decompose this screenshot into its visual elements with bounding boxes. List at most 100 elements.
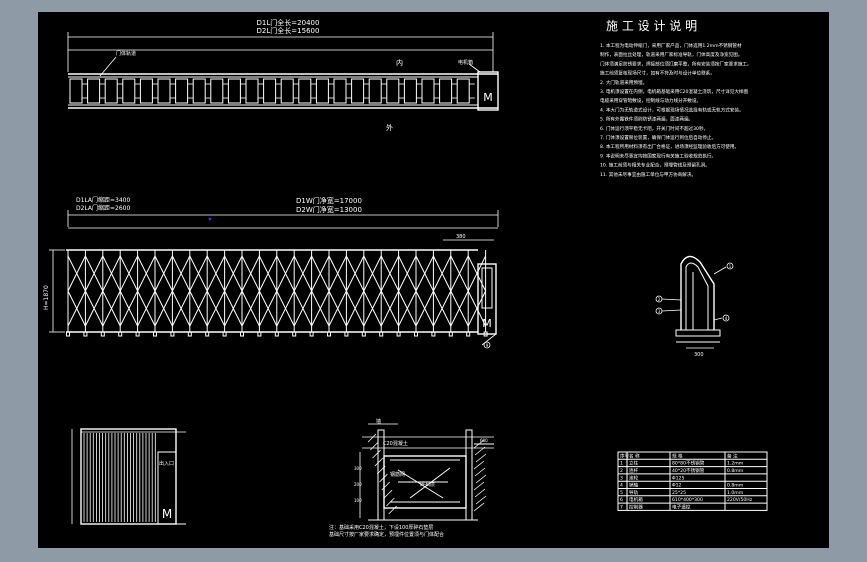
elev-lattice: [66, 250, 488, 337]
hatch-line: [475, 474, 487, 484]
post-front-view: 出入口 M: [71, 428, 186, 525]
lattice-brace: [241, 255, 260, 292]
lattice-brace: [258, 255, 278, 292]
lattice-brace: [415, 255, 434, 292]
plan-post: [139, 78, 153, 104]
elev-dim-main2: D2W门净宽=13000: [296, 205, 362, 214]
hatch-line: [367, 433, 377, 443]
lattice-brace: [432, 290, 452, 327]
lattice-brace: [241, 290, 260, 327]
post-bars: [83, 433, 156, 522]
table-cell: 控制器: [629, 504, 643, 511]
post-label: 出入口: [159, 460, 174, 467]
lattice-brace: [450, 255, 469, 292]
hatch-line: [474, 488, 486, 498]
notes-line: 10. 施工前须与相关专业配合，预埋管线及预留孔洞。: [600, 162, 710, 169]
notes-line: 3. 电机须设置在内侧，电机箱基础采用C20混凝土浇筑，尺寸详见大样图: [600, 88, 749, 95]
lattice-brace: [345, 255, 365, 292]
table-cell: 电机箱: [629, 496, 643, 503]
table-cell: 导轨: [629, 489, 639, 496]
lattice-wheel: [66, 331, 70, 337]
plan-post: [263, 78, 277, 104]
table-header-cell: 序号: [620, 452, 630, 459]
lattice-brace: [84, 255, 104, 292]
lattice-brace: [311, 255, 330, 292]
lattice-wheel: [379, 331, 384, 337]
notes-line: 电缆采用穿管暗敷设，控制线与动力线分开敷设。: [600, 97, 701, 104]
hatch-line: [383, 489, 393, 499]
table-cell: Φ125: [672, 475, 684, 481]
plan-dim-line2: D2L门全长=15600: [257, 26, 320, 35]
plan-post: [421, 78, 435, 104]
plan-post: [439, 78, 453, 104]
table-cell: 40*20不锈钢管: [672, 467, 705, 474]
elev-dim-main1: D1W门净宽=17000: [296, 196, 362, 205]
table-cell: Φ12: [672, 483, 682, 489]
notes-line: 4. 本大门为无轨道式设计，可根据现场情况选择有轨或无轨方式安装。: [600, 106, 744, 113]
table-cell: 25*25: [672, 490, 686, 496]
plan-note-left: 门体轨道: [116, 50, 136, 57]
table-cell: 220V/50Hz: [727, 497, 753, 503]
plan-post: [157, 78, 171, 104]
section-dim-4: 600: [480, 438, 488, 443]
hatch-line: [386, 497, 395, 507]
plan-view: D1L门全长=20400 D2L门全长=15600 门体轨道 M 内 电机箱 外: [67, 18, 499, 132]
design-notes: 施 工 设 计 说 明 1. 本工程为电动伸缩门，采用厂家产品，门体选用1.2m…: [600, 18, 752, 178]
plan-post: [122, 78, 136, 104]
lattice-brace: [467, 290, 487, 327]
table-cell: 滚轮: [629, 474, 639, 481]
lattice-brace: [84, 290, 104, 327]
lattice-wheel: [396, 331, 401, 337]
label-outside: 外: [386, 123, 393, 132]
lattice-wheel: [240, 331, 244, 337]
plan-post: [69, 78, 83, 104]
lattice-brace: [432, 255, 452, 292]
hatch-line: [381, 481, 391, 491]
plan-post: [210, 78, 224, 104]
lattice-brace: [363, 290, 382, 327]
lattice-wheel: [257, 331, 262, 337]
lattice-brace: [276, 255, 295, 292]
elev-top-dim: 380: [456, 234, 466, 240]
table-header-cell: 名 称: [629, 452, 640, 459]
plan-post: [368, 78, 382, 104]
lattice-wheel: [100, 331, 105, 337]
lattice-brace: [171, 290, 191, 327]
lattice-brace: [363, 255, 382, 292]
lattice-wheel: [309, 331, 314, 337]
hatch-line: [473, 481, 485, 491]
post-detail: 300 1 2 3 4: [655, 255, 734, 358]
table-cell: 6: [620, 497, 623, 503]
lattice-wheel: [118, 331, 123, 337]
drawing-sheet: D1L门全长=20400 D2L门全长=15600 门体轨道 M 内 电机箱 外…: [38, 12, 829, 548]
notes-line: 6. 门体运行须平稳无卡阻，开关门时间不超过30秒。: [600, 125, 708, 132]
notes-line: 5. 所有外露铁件须刷防锈漆两遍，面漆两遍。: [600, 116, 693, 123]
lattice-brace: [189, 255, 208, 292]
plan-post: [298, 78, 312, 104]
lattice-brace: [137, 290, 156, 327]
plan-post: [403, 78, 417, 104]
plan-posts: [69, 78, 475, 104]
lattice-brace: [380, 255, 400, 292]
hatch-line: [474, 467, 486, 477]
hatch-line: [379, 473, 388, 483]
notes-line: 制作，表面拉丝处理，轨道采用厂家标准导轨，门体高度及净宽见图。: [600, 51, 742, 58]
post-mark: M: [162, 507, 172, 521]
table-cell: 连杆: [629, 467, 639, 474]
hatch-line: [473, 439, 485, 449]
elev-dim-left2: D2LA门缩距=2600: [76, 204, 131, 212]
plan-post: [280, 78, 294, 104]
plan-post: [456, 78, 470, 104]
lattice-brace: [119, 255, 139, 292]
lattice-brace: [224, 255, 243, 292]
section-note-2: 基础尺寸按厂家要求确定，预埋件位置须与门体配合: [329, 531, 444, 538]
table-cell: 3: [620, 475, 623, 481]
lattice-wheel: [205, 331, 210, 337]
lattice-wheel: [414, 331, 418, 337]
lattice-wheel: [344, 331, 349, 337]
plan-post: [104, 78, 118, 104]
notes-line: 11. 其他未尽事宜由施工单位与甲方协商解决。: [600, 171, 696, 178]
lattice-brace: [206, 255, 226, 292]
lattice-wheel: [361, 331, 366, 337]
lattice-brace: [398, 255, 417, 292]
